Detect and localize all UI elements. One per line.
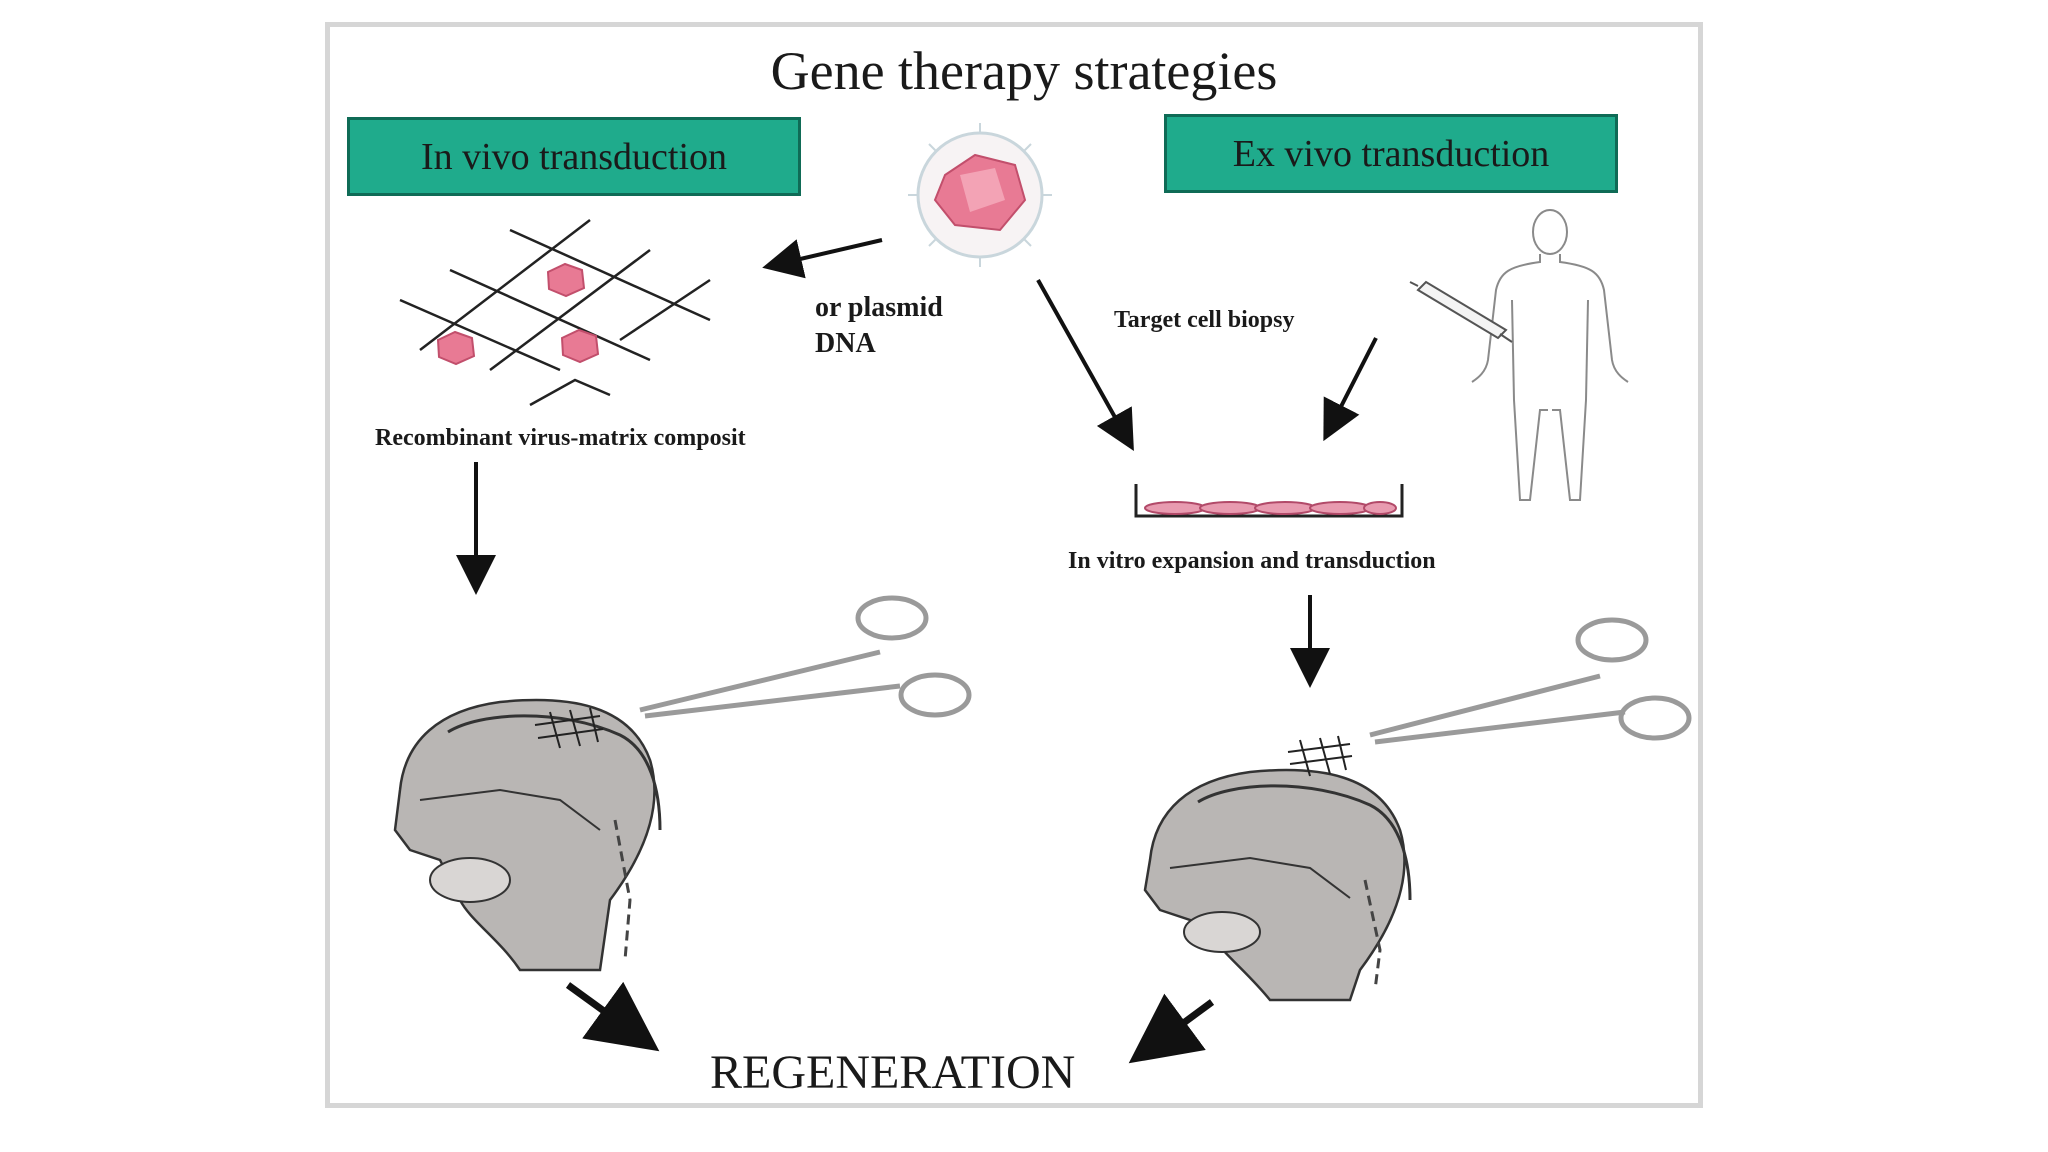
left-implant-patch-icon bbox=[534, 707, 604, 749]
arrow-virus-to-dish bbox=[1036, 279, 1134, 451]
regeneration-label: REGENERATION bbox=[710, 1046, 1076, 1099]
culture-dish-icon bbox=[1134, 484, 1404, 518]
ex-vivo-box: Ex vivo transduction bbox=[1164, 114, 1618, 193]
human-figure-icon bbox=[1471, 209, 1629, 501]
virus-matrix-composite-label: Recombinant virus-matrix composit bbox=[375, 425, 746, 451]
virus-particle-icon bbox=[908, 123, 1052, 267]
biopsy-needle-icon bbox=[1409, 280, 1513, 343]
right-implant-patch-icon bbox=[1287, 735, 1353, 777]
left-head-sagittal-icon bbox=[393, 698, 662, 972]
ex-vivo-label: Ex vivo transduction bbox=[1232, 132, 1550, 175]
virus-matrix-icon bbox=[399, 219, 711, 407]
right-head-sagittal-icon bbox=[1143, 768, 1412, 1002]
arrow-right-to-regen bbox=[1128, 993, 1215, 1064]
left-forceps-icon bbox=[639, 595, 972, 719]
in-vivo-label: In vivo transduction bbox=[420, 135, 728, 178]
diagram-title: Gene therapy strategies bbox=[770, 41, 1278, 101]
matrix-virus-particles bbox=[436, 262, 600, 366]
in-vitro-expansion-label: In vitro expansion and transduction bbox=[1068, 548, 1436, 574]
arrow-virus-to-matrix bbox=[762, 238, 883, 279]
arrow-left-to-regen bbox=[565, 981, 660, 1052]
arrow-biopsy-to-dish bbox=[1323, 337, 1378, 442]
right-forceps-icon bbox=[1369, 617, 1692, 745]
flow-arrows bbox=[456, 238, 1378, 1064]
plasmid-dna-label: or plasmid DNA bbox=[815, 292, 943, 359]
target-cell-biopsy-label: Target cell biopsy bbox=[1114, 307, 1295, 333]
in-vivo-box: In vivo transduction bbox=[347, 117, 801, 196]
